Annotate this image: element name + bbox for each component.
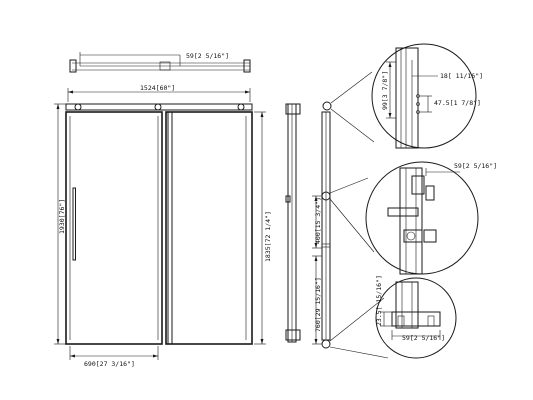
glass-thickness-label: 18[ 11/16"] xyxy=(440,72,483,80)
side-view xyxy=(285,103,301,343)
guide-height-label: 23.5[ 15/16"] xyxy=(375,275,383,326)
wall-profile: 400[15 3/4"] 760[29 15/16"] xyxy=(312,71,389,359)
opening-width-label: 690[27 3/16"] xyxy=(84,360,135,368)
fixed-panel-height-label: 1835[72 1/4"] xyxy=(264,211,272,262)
detail-bottom-guide: 23.5[ 15/16"] 59[2 5/16"] xyxy=(375,275,457,359)
overall-height-label: 1930[76"] xyxy=(58,199,66,234)
top-view: 59[2 5/16"] xyxy=(69,52,251,73)
overall-width-label: 1524[60"] xyxy=(140,84,175,92)
roller-spacing-label: 47.5[1 7/8"] xyxy=(434,99,481,107)
roller-offset-label: 99[3 7/8"] xyxy=(381,71,389,110)
detail-roller-assembly: 59[2 5/16"] xyxy=(365,161,497,275)
bottom-guide-height-label: 760[29 15/16"] xyxy=(314,277,322,332)
bottom-width-label: 59[2 5/16"] xyxy=(402,334,445,342)
detail-top-roller: 99[3 7/8"] 18[ 11/16"] 47.5[1 7/8"] xyxy=(371,43,483,149)
track-height-label: 59[2 5/16"] xyxy=(186,52,229,60)
handle-height-label: 400[15 3/4"] xyxy=(314,197,322,244)
front-view: 1524[60"] 1930[76"] 1835[72 1/4"] xyxy=(54,84,272,368)
detail-track-height-label: 59[2 5/16"] xyxy=(454,162,497,170)
